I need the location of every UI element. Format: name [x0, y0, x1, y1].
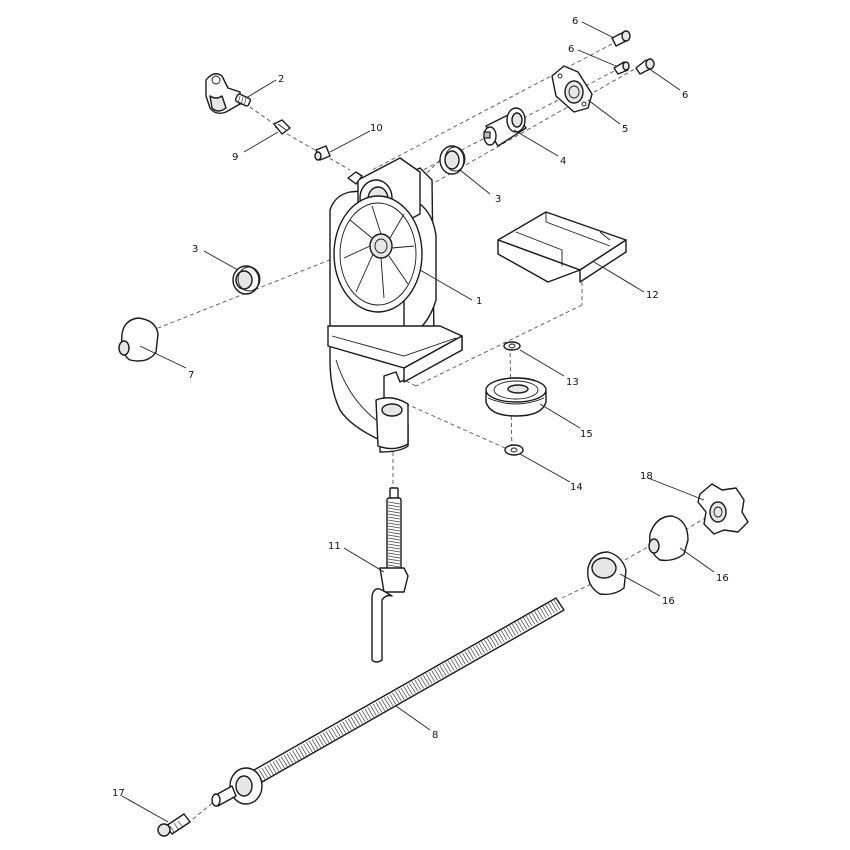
part-15-bearing	[485, 377, 547, 417]
callout-3b: 3	[192, 244, 198, 255]
callout-17: 17	[112, 788, 125, 799]
part-18-star-knob	[697, 483, 749, 535]
part-12-pad	[497, 211, 627, 283]
assembly-lines	[137, 43, 713, 829]
callout-18: 18	[640, 471, 653, 482]
part-1-bracket	[327, 157, 463, 453]
callout-16b: 16	[716, 573, 729, 584]
part-6-screw-top	[611, 30, 631, 47]
part-7-end-cap	[118, 317, 159, 362]
callout-8: 8	[432, 730, 438, 741]
callout-1: 1	[476, 296, 482, 307]
part-16-cap-right	[648, 515, 689, 562]
callout-labels: 1 2 3 3 4 5 6 6 6 7 8 9 10 11 12 13 14 1…	[112, 16, 729, 799]
part-10-pin	[314, 145, 331, 161]
callout-12: 12	[646, 290, 659, 301]
callout-16a: 16	[662, 596, 675, 607]
callout-9: 9	[232, 152, 238, 163]
callout-6c: 6	[682, 90, 688, 101]
part-6-screw-mid	[613, 61, 630, 75]
callout-4: 4	[560, 156, 566, 167]
callout-3a: 3	[495, 194, 501, 205]
part-4-bushing	[483, 107, 527, 147]
part-2-clamp-lever	[205, 73, 252, 115]
part-16-cap-left	[587, 551, 627, 596]
part-3-bearing-top	[439, 145, 466, 175]
part-6-screw-right	[635, 58, 655, 75]
part-5-flange	[551, 65, 593, 113]
callout-5: 5	[622, 124, 628, 135]
part-11-threaded-hook	[371, 487, 409, 663]
callout-10: 10	[370, 123, 383, 134]
part-13-washer	[503, 341, 521, 351]
callout-11: 11	[328, 541, 341, 552]
part-17-bolt	[157, 813, 191, 837]
callout-7: 7	[188, 370, 194, 381]
part-3-bearing-side	[232, 265, 261, 295]
callout-2: 2	[278, 74, 284, 85]
callout-15: 15	[580, 429, 593, 440]
callout-6b: 6	[568, 44, 574, 55]
part-14-washer	[504, 444, 524, 456]
callout-13: 13	[566, 377, 579, 388]
callout-14: 14	[570, 482, 583, 493]
leader-lines	[121, 21, 715, 823]
part-8-lead-screw	[211, 597, 565, 807]
callout-6a: 6	[572, 16, 578, 27]
part-9-clip	[273, 119, 291, 135]
